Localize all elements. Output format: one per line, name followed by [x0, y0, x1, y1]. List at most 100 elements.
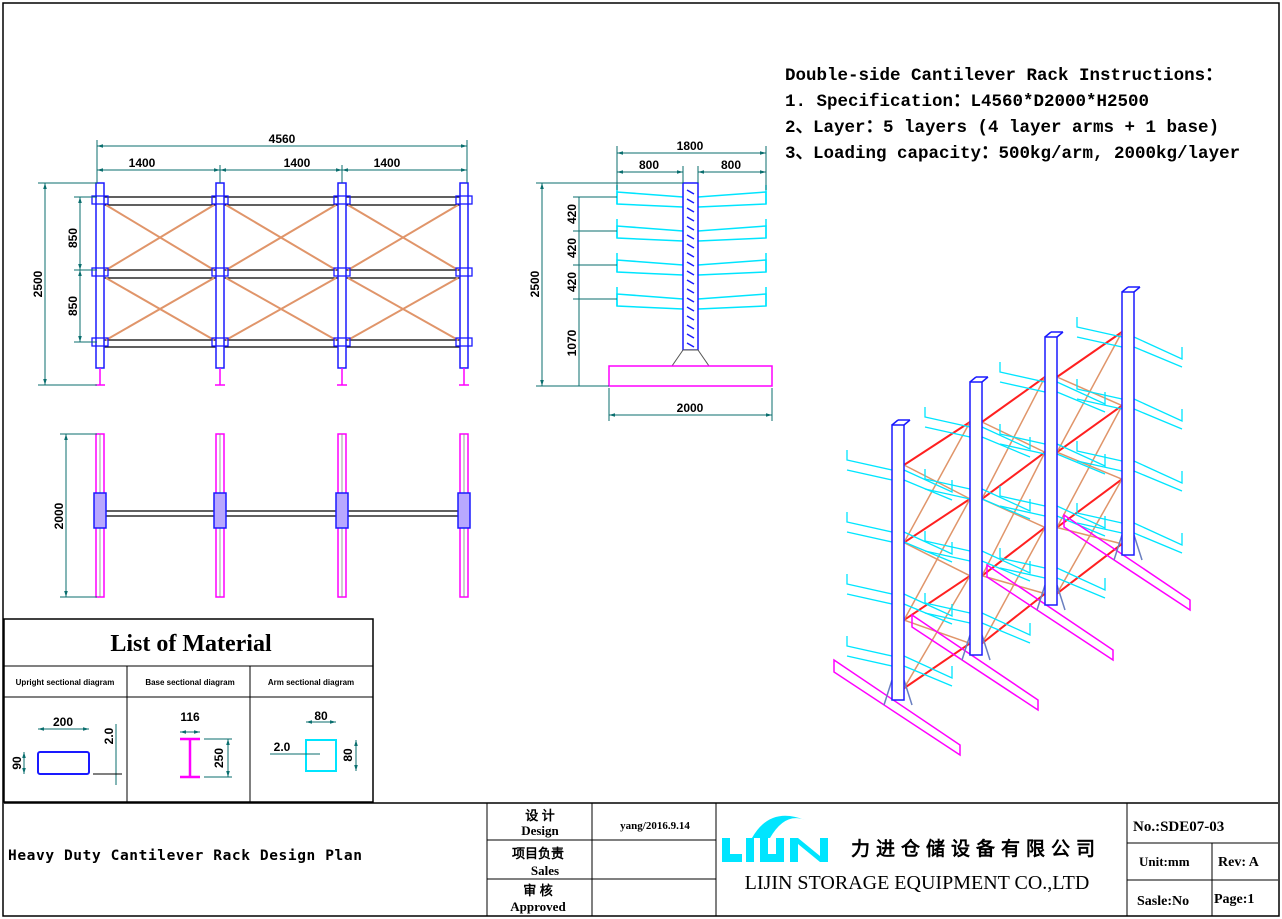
arm-bracket [211, 195, 229, 205]
cross-brace [1056, 478, 1123, 594]
top-view: 2000 [52, 433, 471, 598]
iso-upright-top [1056, 331, 1064, 338]
bolt-hole [686, 225, 695, 231]
bolt-hole [686, 315, 695, 321]
iso-base [986, 563, 1114, 662]
iso-arm-right [981, 612, 1031, 644]
base-section: 116 250 [180, 710, 232, 779]
arm-section: 80 80 2.0 [270, 709, 358, 772]
dim-spacing-1: 850 [66, 228, 80, 248]
arm-left [616, 191, 684, 208]
iso-upright-top [1044, 331, 1052, 338]
upright-height: 90 [10, 756, 24, 770]
iso-upright [1121, 291, 1135, 556]
iso-gusset [883, 679, 913, 706]
iso-arm-left [924, 407, 971, 438]
bolt-hole [686, 297, 695, 303]
horizontal-beam [1056, 543, 1123, 595]
drawing-number: No.:SDE07-03 [1133, 819, 1224, 835]
iso-upright-top [1133, 286, 1141, 293]
dim-side-width: 1800 [677, 139, 704, 153]
iso-arm-left [1076, 379, 1123, 410]
arm-bracket [211, 337, 229, 347]
dim-arm-spacing: 420 [565, 272, 579, 292]
iso-upright-top [903, 419, 911, 426]
arm-bracket [91, 267, 109, 277]
iso-gusset [961, 634, 991, 661]
iso-arm-left [924, 593, 971, 624]
instructions: Double-side Cantilever Rack Instructions… [785, 66, 1240, 164]
scale: Sasle:No [1137, 894, 1189, 909]
upright-plan [335, 492, 349, 529]
material-list [3, 618, 374, 803]
iso-upright-top [969, 376, 977, 383]
iso-arm-left [999, 424, 1046, 455]
bolt-hole [686, 243, 695, 249]
iso-upright [969, 381, 983, 656]
sales-label-en: Sales [531, 863, 559, 878]
base-height: 250 [212, 748, 226, 768]
horizontal-beam [981, 376, 1046, 423]
iso-arm-left [999, 486, 1046, 517]
iso-arm-left [924, 531, 971, 562]
arm-right [697, 191, 767, 208]
horizontal-beam [981, 592, 1046, 645]
dim-height: 2500 [31, 270, 45, 297]
bolt-hole [686, 324, 695, 330]
arm-thickness: 2.0 [274, 740, 291, 754]
arm-bracket [211, 267, 229, 277]
arm-height: 80 [341, 748, 355, 762]
iso-arm-left [1076, 503, 1123, 534]
iso-arm-left [999, 548, 1046, 579]
arm-right [697, 225, 767, 242]
approved-label-en: Approved [510, 899, 566, 914]
dim-arm-right: 800 [721, 158, 741, 172]
iso-arm-left [1076, 317, 1123, 348]
iso-arm-left [1076, 441, 1123, 472]
instruction-line: 2、Layer：5 layers (4 layer arms + 1 base) [785, 118, 1219, 138]
arm-bracket [333, 195, 351, 205]
iso-upright-top [981, 376, 989, 383]
design-label-cn: 设 计 [525, 808, 555, 823]
iso-upright-top [1121, 286, 1129, 293]
iso-arm-right [1133, 336, 1183, 368]
material-list-title: List of Material [110, 631, 272, 657]
bolt-hole [686, 342, 695, 348]
upright-column [682, 182, 699, 351]
column-header-upright: Upright sectional diagram [16, 678, 115, 687]
upright-width: 200 [53, 715, 73, 729]
bolt-hole [686, 252, 695, 258]
horizontal-beam [903, 574, 971, 621]
dim-bay-3: 1400 [374, 156, 401, 170]
bolt-hole [686, 234, 695, 240]
iso-arm-left [846, 512, 893, 543]
horizontal-beam [903, 498, 971, 544]
iso-arm-right [1056, 567, 1106, 599]
design-label-en: Design [521, 823, 559, 838]
bolt-hole [686, 288, 695, 294]
cross-brace [981, 527, 1046, 644]
base-width: 116 [180, 710, 200, 724]
bolt-hole [686, 207, 695, 213]
instruction-line: 1. Specification：L4560*D2000*H2500 [785, 92, 1149, 112]
upright-plan [457, 492, 471, 529]
dim-bay-2: 1400 [284, 156, 311, 170]
cross-brace [225, 204, 337, 271]
upright-plan [213, 492, 227, 529]
dim-arm-spacing: 420 [565, 204, 579, 224]
sales-label-cn: 项目负责 [512, 846, 564, 861]
iso-arm-left [924, 469, 971, 500]
dim-base-spacing: 1070 [565, 329, 579, 356]
arm-right [697, 259, 767, 276]
bolt-hole [686, 333, 695, 339]
bolt-hole [686, 198, 695, 204]
iso-arm-left [846, 450, 893, 481]
base-beam [608, 365, 773, 387]
arm-right [697, 293, 767, 310]
bolt-hole [686, 189, 695, 195]
iso-arm-right [903, 469, 953, 501]
cross-brace [225, 277, 337, 341]
iso-upright [891, 424, 905, 701]
